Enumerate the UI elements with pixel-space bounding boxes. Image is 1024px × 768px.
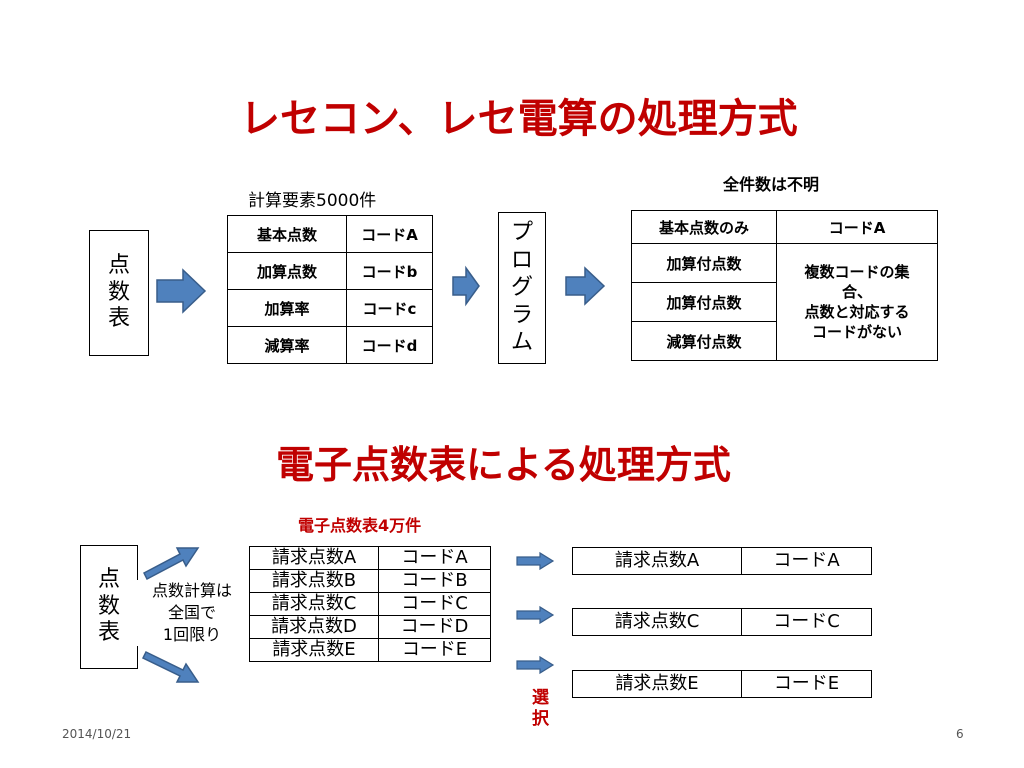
right-arrow-icon [516, 605, 555, 625]
table-cell: コードD [378, 615, 491, 639]
note-line: 複数コードの集 [804, 262, 910, 281]
table-cell: 減算付点数 [631, 321, 777, 361]
table-cell: コードb [346, 252, 433, 290]
table-cell: コードE [378, 638, 491, 662]
table-row: 加算付点数 [631, 282, 938, 322]
note-line: 点数と対応する [804, 303, 910, 321]
calc-elements-table: 基本点数 コードA 加算点数 コードb 加算率 コードc 減算率 コードd [227, 215, 433, 364]
table-cell: コードc [346, 289, 433, 327]
program-char: プ [510, 220, 533, 246]
table-cell: 加算付点数 [631, 282, 777, 322]
table-row: 請求点数C コードC [249, 592, 491, 616]
slide-title-top: レセコン、レセ電算の処理方式 [240, 96, 798, 142]
e-table-label: 電子点数表4万件 [298, 516, 422, 535]
selected-row-a: 請求点数A コードA [572, 547, 872, 575]
top-source-char: 表 [107, 306, 130, 332]
e-points-table: 請求点数A コードA 請求点数B コードB 請求点数C コードC 請求点数D コ… [249, 546, 491, 662]
top-source-char: 数 [107, 279, 130, 305]
note-line: 合、 [841, 282, 872, 301]
table-cell: 加算付点数 [631, 243, 777, 283]
note-line: コードがない [811, 323, 902, 342]
program-char: ム [510, 330, 533, 356]
right-arrow-icon [565, 266, 606, 306]
selected-row-e: 請求点数E コードE [572, 670, 872, 698]
table-cell: コードA [346, 215, 433, 253]
table-cell: 基本点数のみ [631, 210, 777, 244]
program-char: ラ [510, 302, 533, 328]
table-row: 請求点数C コードC [572, 608, 872, 636]
table-row: 基本点数のみ コードA [631, 210, 938, 244]
table-cell: 請求点数B [249, 569, 379, 593]
table-row: 加算率 コードc [227, 289, 433, 327]
program-box: プ ロ グ ラ ム [498, 212, 546, 364]
table-cell: コードC [378, 592, 491, 616]
calc-elements-label: 計算要素5000件 [248, 191, 377, 211]
slide-page-number: 6 [956, 727, 964, 741]
top-source-box: 点 数 表 [89, 230, 149, 356]
table-cell: コードA [776, 210, 938, 244]
table-cell: コードd [346, 326, 433, 364]
table-cell: 請求点数A [249, 546, 379, 570]
table-cell: コードA [741, 547, 872, 575]
bottom-source-box: 点 数 表 [80, 545, 138, 669]
right-arrow-icon [516, 655, 555, 675]
note-line: 1回限り [162, 625, 222, 644]
merged-note-cell: 複数コードの集 合、 点数と対応する コードがない [776, 243, 938, 361]
right-arrow-icon [452, 265, 480, 307]
result-table: 基本点数のみ コードA 加算付点数 複数コードの集 合、 点数と対応する コード… [631, 210, 938, 361]
select-char: 択 [532, 709, 549, 729]
table-cell: コードC [741, 608, 872, 636]
calc-once-note: 点数計算は 全国で 1回限り [137, 580, 247, 646]
table-row: 請求点数E コードE [249, 638, 491, 662]
table-cell: 請求点数C [572, 608, 742, 636]
table-cell: 加算点数 [227, 252, 347, 290]
diagonal-arrow-icon [141, 651, 200, 683]
bottom-source-char: 数 [97, 593, 120, 619]
table-row: 請求点数E コードE [572, 670, 872, 698]
note-line: 全国で [167, 603, 216, 622]
table-cell: 請求点数E [572, 670, 742, 698]
table-row: 請求点数D コードD [249, 615, 491, 639]
table-cell: 減算率 [227, 326, 347, 364]
table-cell: コードE [741, 670, 872, 698]
top-source-char: 点 [107, 253, 130, 279]
table-row: 減算率 コードd [227, 326, 433, 364]
table-cell: 加算率 [227, 289, 347, 327]
slide-title-bottom: 電子点数表による処理方式 [276, 443, 731, 487]
table-cell: 基本点数 [227, 215, 347, 253]
table-row: 加算付点数 複数コードの集 合、 点数と対応する コードがない [631, 243, 938, 361]
program-char: グ [510, 275, 533, 301]
select-char: 選 [532, 688, 549, 708]
table-row: 加算点数 コードb [227, 252, 433, 290]
note-line: 点数計算は [151, 581, 232, 600]
bottom-source-char: 表 [97, 620, 120, 646]
select-label: 選 択 [532, 688, 549, 730]
table-cell: コードB [378, 569, 491, 593]
diagonal-arrow-icon [143, 547, 200, 581]
slide-date: 2014/10/21 [62, 727, 132, 741]
table-row: 減算付点数 [631, 321, 938, 361]
table-row: 基本点数 コードA [227, 215, 433, 253]
result-count-label: 全件数は不明 [723, 175, 820, 194]
table-row: 請求点数B コードB [249, 569, 491, 593]
right-arrow-icon [516, 551, 555, 571]
program-char: ロ [510, 247, 533, 273]
table-row: 請求点数A コードA [249, 546, 491, 570]
table-cell: 請求点数A [572, 547, 742, 575]
right-arrow-icon [156, 268, 207, 314]
table-cell: 請求点数D [249, 615, 379, 639]
table-cell: 請求点数E [249, 638, 379, 662]
bottom-source-char: 点 [97, 567, 120, 593]
table-cell: 請求点数C [249, 592, 379, 616]
table-cell: コードA [378, 546, 491, 570]
table-row: 請求点数A コードA [572, 547, 872, 575]
selected-row-c: 請求点数C コードC [572, 608, 872, 636]
